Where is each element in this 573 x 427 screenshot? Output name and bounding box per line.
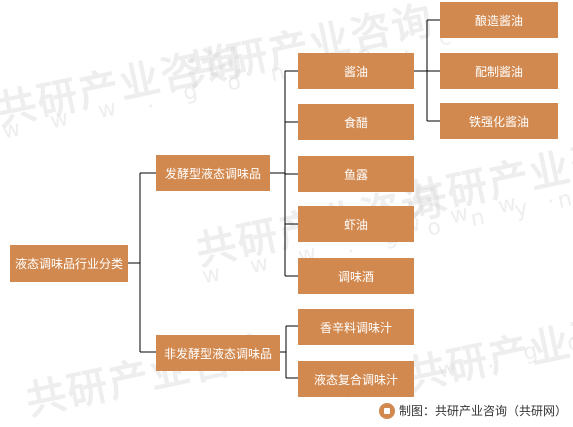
node-root: 液态调味品行业分类: [10, 245, 128, 282]
source-text: 制图：共研产业咨询（共研网）: [398, 404, 567, 418]
node-fermented: 发酵型液态调味品: [156, 155, 270, 191]
node-shrimp-oil: 虾油: [298, 206, 414, 242]
node-spice-sauce: 香辛料调味汁: [298, 309, 414, 345]
source-footer: 制图：共研产业咨询（共研网）: [378, 402, 567, 419]
node-non-fermented: 非发酵型液态调味品: [156, 335, 280, 371]
brand-logo-icon: [378, 402, 395, 419]
node-brewed-soy-sauce: 酿造酱油: [440, 2, 558, 38]
node-iron-fortified-soy-sauce: 铁强化酱油: [440, 103, 558, 139]
node-fish-sauce: 鱼露: [298, 156, 414, 192]
node-compound-sauce: 液态复合调味汁: [298, 361, 414, 397]
node-soy-sauce: 酱油: [298, 53, 414, 89]
node-cooking-wine: 调味酒: [298, 258, 414, 294]
node-vinegar: 食醋: [298, 104, 414, 140]
node-blended-soy-sauce: 配制酱油: [440, 53, 558, 89]
